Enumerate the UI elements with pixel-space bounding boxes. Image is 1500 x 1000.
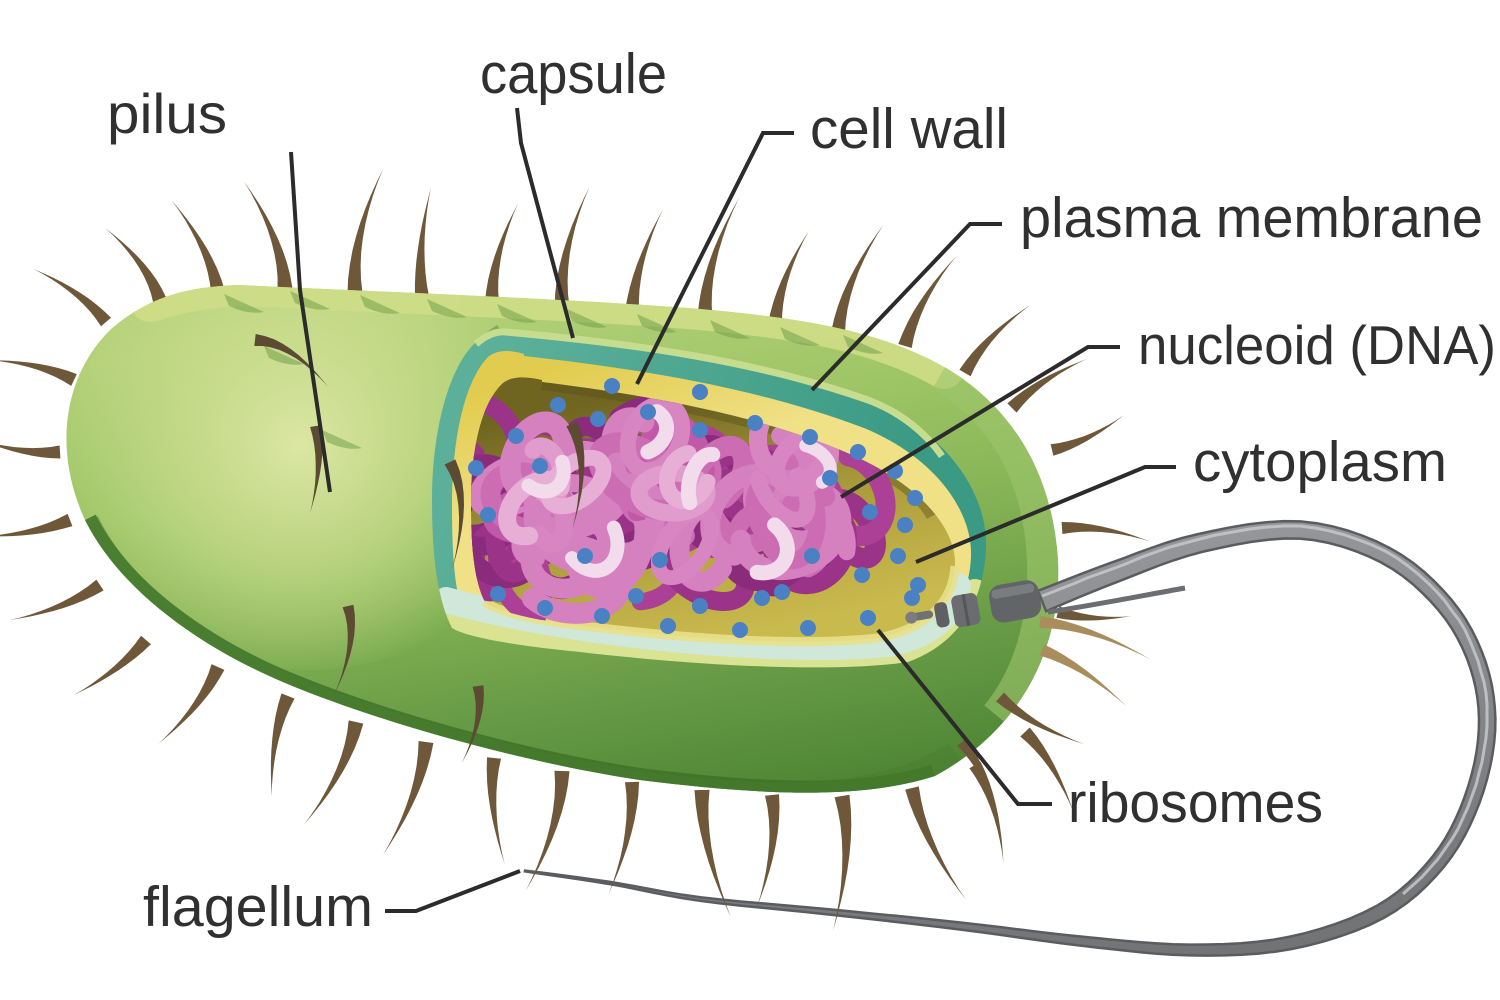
svg-text:plasma membrane: plasma membrane bbox=[1020, 186, 1483, 250]
svg-text:ribosomes: ribosomes bbox=[1068, 771, 1323, 835]
svg-text:cell wall: cell wall bbox=[810, 97, 1008, 161]
svg-text:capsule: capsule bbox=[480, 42, 667, 106]
svg-text:nucleoid (DNA): nucleoid (DNA) bbox=[1138, 314, 1496, 376]
svg-text:flagellum: flagellum bbox=[143, 875, 373, 939]
svg-text:cytoplasm: cytoplasm bbox=[1193, 430, 1447, 494]
svg-text:pilus: pilus bbox=[107, 82, 227, 145]
